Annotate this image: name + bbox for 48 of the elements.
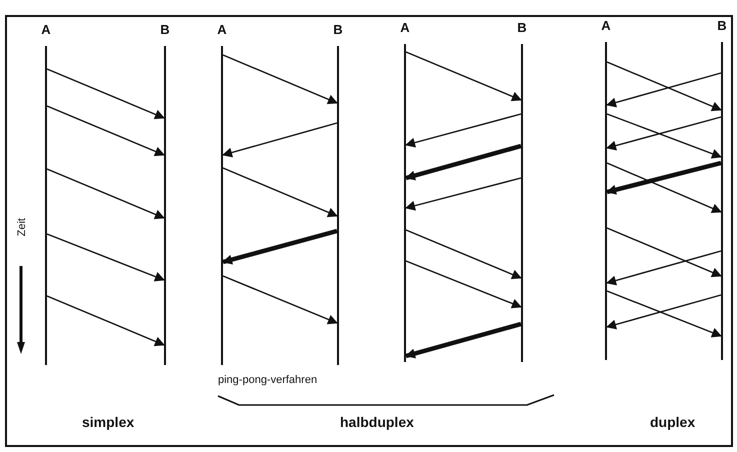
note: ping-pong-verfahren <box>218 374 318 386</box>
arrow <box>46 295 165 346</box>
arrow <box>405 177 522 211</box>
axis-label: Zeit <box>16 218 28 236</box>
timeline <box>158 22 172 365</box>
station-label: A <box>217 22 227 38</box>
station-label: A <box>41 22 51 38</box>
station-label: B <box>333 22 343 38</box>
arrow <box>406 229 522 280</box>
arrow <box>606 61 722 112</box>
arrow <box>405 113 522 148</box>
arrow <box>46 233 165 282</box>
station-label: B <box>517 20 527 36</box>
arrow <box>606 162 722 214</box>
arrow <box>46 168 165 220</box>
arrow <box>222 167 338 218</box>
station-label: B <box>717 18 727 34</box>
arrow <box>606 113 722 158</box>
mode-label: duplex <box>650 414 696 430</box>
timeline <box>215 22 229 365</box>
timeline <box>599 18 613 360</box>
arrow <box>606 250 722 286</box>
timeline <box>515 20 529 362</box>
arrow <box>606 72 722 108</box>
arrow <box>222 275 338 324</box>
arrow <box>222 54 338 104</box>
timeline <box>331 22 345 365</box>
arrow <box>606 227 722 278</box>
station-label: A <box>601 18 611 34</box>
station-label: A <box>400 20 410 36</box>
arrow <box>405 322 522 358</box>
arrow <box>606 294 722 330</box>
arrow <box>606 290 722 338</box>
arrow <box>405 144 522 180</box>
mode-label: simplex <box>82 414 134 430</box>
arrow <box>46 105 165 156</box>
timeline <box>39 22 53 365</box>
arrow <box>406 51 522 102</box>
arrow <box>222 228 338 264</box>
arrow <box>606 160 722 195</box>
arrow <box>606 116 722 150</box>
timeline <box>715 18 729 360</box>
arrow <box>222 122 338 158</box>
station-label: B <box>160 22 170 38</box>
mode-label: halbduplex <box>340 414 414 430</box>
arrow <box>46 68 165 120</box>
timeline <box>398 20 412 362</box>
arrow <box>406 260 522 308</box>
